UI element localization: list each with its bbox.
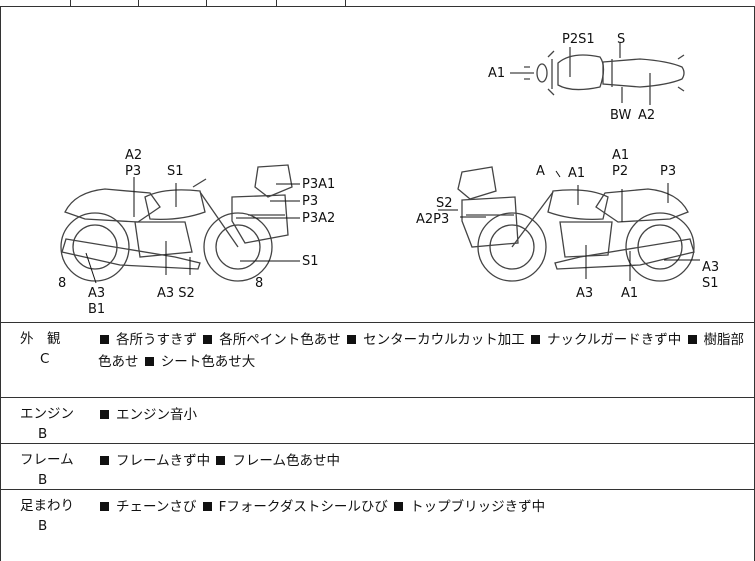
item: 各所ペイント色あせ [219, 332, 341, 348]
label-a1: A1 [612, 148, 629, 163]
category-name: フレーム [20, 452, 74, 468]
label-s1: S1 [302, 254, 319, 269]
label-a2: A2 [125, 148, 142, 163]
label-p3: P3 [302, 194, 318, 209]
category-grade: B [38, 426, 48, 442]
label-b1: B1 [88, 302, 105, 317]
bullet-square-icon [202, 502, 212, 511]
top-cell-divider [276, 0, 277, 6]
label-p3: P3 [125, 164, 141, 179]
item: 各所うすきず [116, 332, 197, 348]
row-category: 外 観 C [20, 329, 61, 369]
row-divider [0, 397, 755, 398]
row-divider [0, 443, 755, 444]
row-items: エンジン音小 [98, 404, 746, 426]
row-category: 足まわり B [20, 496, 74, 536]
label-a3: A3 [576, 286, 593, 301]
item: Fフォークダストシールひび [218, 499, 388, 515]
category-name: エンジン [20, 406, 74, 422]
row-divider [0, 489, 755, 490]
label-p2: P2 [612, 164, 628, 179]
bullet-square-icon [203, 335, 213, 344]
row-items: 各所うすきず 各所ペイント色あせ センターカウルカット加工 ナックルガードきず中… [98, 329, 746, 373]
top-cell-divider [345, 0, 346, 6]
motorcycle-diagram-svg: P2S1 S A1 BW A2 A2 P3 S1 P3A1 P3 P3A2 S1… [58, 32, 719, 317]
label-a3s2: A3 S2 [157, 286, 195, 301]
bullet-square-icon [531, 335, 540, 344]
item: トップブリッジきず中 [410, 499, 546, 515]
row-items: チェーンさび Fフォークダストシールひび トップブリッジきず中 [98, 496, 746, 518]
condition-row-suspension: 足まわり B チェーンさび Fフォークダストシールひび トップブリッジきず中 [0, 490, 755, 561]
condition-row-exterior: 外 観 C 各所うすきず 各所ペイント色あせ センターカウルカット加工 ナックル… [0, 323, 755, 397]
bullet-square-icon [100, 335, 109, 344]
label-p3a2: P3A2 [302, 211, 335, 226]
top-view-bike [510, 43, 685, 105]
category-grade: B [38, 472, 48, 488]
label-s2: S2 [436, 196, 453, 211]
condition-row-frame: フレーム B フレームきず中 フレーム色あせ中 [0, 444, 755, 489]
item: 樹脂部色あせ [98, 332, 744, 370]
top-cell-divider [70, 0, 71, 6]
item: フレームきず中 [116, 453, 211, 469]
label-8: 8 [58, 276, 66, 291]
right-view-bike [457, 166, 695, 282]
left-view-bike [60, 164, 293, 282]
item: ナックルガードきず中 [547, 332, 682, 348]
item: フレーム色あせ中 [232, 453, 341, 469]
diagram-bottom-border [0, 322, 755, 323]
label-s1: S1 [702, 276, 719, 291]
left-border [0, 6, 1, 561]
item: エンジン音小 [116, 407, 197, 423]
damage-diagram: P2S1 S A1 BW A2 A2 P3 S1 P3A1 P3 P3A2 S1… [0, 7, 755, 322]
label-a1: A1 [568, 166, 585, 181]
bullet-square-icon [394, 502, 404, 511]
bullet-square-icon [347, 335, 357, 344]
top-border [0, 6, 755, 7]
bullet-square-icon [100, 456, 109, 465]
top-cell-divider [138, 0, 139, 6]
label-a2p3: A2P3 [416, 212, 449, 227]
label-p3: P3 [660, 164, 676, 179]
bullet-square-icon [100, 410, 109, 419]
category-name: 足まわり [20, 498, 74, 514]
category-grade: C [40, 351, 50, 367]
item: センターカウルカット加工 [363, 332, 525, 348]
item: チェーンさび [116, 499, 197, 515]
bullet-square-icon [100, 502, 109, 511]
row-category: フレーム B [20, 450, 74, 490]
label-a1: A1 [621, 286, 638, 301]
label-p2s1: P2S1 [562, 32, 595, 47]
label-a2: A2 [638, 108, 655, 123]
bullet-square-icon [687, 335, 697, 344]
item: シート色あせ大 [160, 354, 256, 370]
category-name: 外 観 [20, 331, 61, 347]
label-8: 8 [255, 276, 263, 291]
label-bw: BW [610, 108, 631, 123]
row-items: フレームきず中 フレーム色あせ中 [98, 450, 746, 472]
top-cell-divider [206, 0, 207, 6]
bullet-square-icon [216, 456, 226, 465]
label-a3: A3 [702, 260, 719, 275]
condition-row-engine: エンジン B エンジン音小 [0, 398, 755, 443]
label-p3a1: P3A1 [302, 177, 335, 192]
bullet-square-icon [144, 357, 154, 366]
label-a3: A3 [88, 286, 105, 301]
row-category: エンジン B [20, 404, 74, 444]
category-grade: B [38, 518, 48, 534]
label-a: A [536, 164, 545, 179]
label-s1: S1 [167, 164, 184, 179]
label-s: S [617, 32, 625, 47]
label-a1: A1 [488, 66, 505, 81]
